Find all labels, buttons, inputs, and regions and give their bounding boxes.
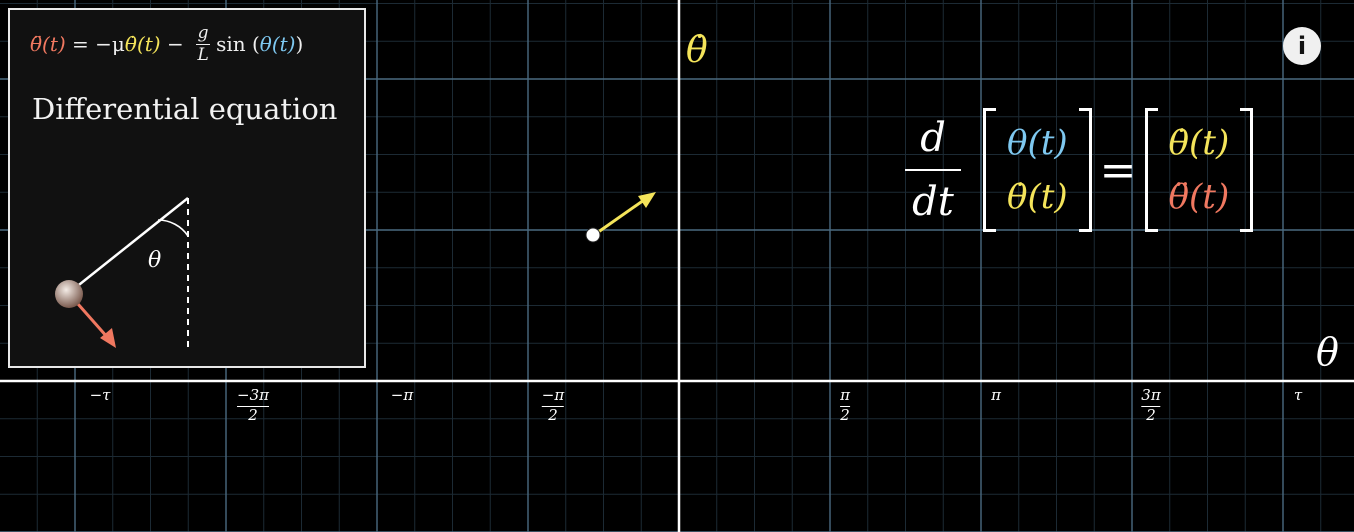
tick-label-tau: τ xyxy=(1293,386,1303,404)
pendulum-inset-panel: θ̈(t) = −μ θ̇(t) − g L sin ( θ(t) ) Diff… xyxy=(8,8,366,368)
ode-formula: θ̈(t) = −μ θ̇(t) − g L sin ( θ(t) ) xyxy=(30,24,303,64)
state-equation: d dt θ(t) θ̇(t) = θ̇(t) θ̈(t) xyxy=(905,100,1253,240)
pendulum-bob xyxy=(55,280,83,308)
lhs-theta-dot: θ̇(t) xyxy=(1007,177,1068,217)
angle-arc xyxy=(157,219,189,237)
angle-label: θ xyxy=(148,248,162,273)
x-axis-label: θ xyxy=(1316,330,1339,374)
ode-l: L xyxy=(197,44,209,65)
force-arrow-head xyxy=(100,328,116,348)
vector-arrow-head xyxy=(638,192,656,208)
ode-theta-dot: θ̇(t) xyxy=(124,32,161,57)
rhs-theta-ddot: θ̈(t) xyxy=(1168,177,1230,217)
lhs-theta: θ(t) xyxy=(1007,123,1068,163)
rhs-theta-dot: θ̇(t) xyxy=(1168,123,1230,163)
phase-point xyxy=(585,227,601,243)
d-dt-operator: d dt xyxy=(905,117,961,223)
pendulum-drawing xyxy=(55,197,189,350)
tick-label-pi: π xyxy=(991,386,1001,404)
equals-sign: = xyxy=(1099,144,1137,196)
pendulum-rod xyxy=(69,197,189,293)
force-arrow-shaft xyxy=(76,303,110,339)
state-vector-rhs: θ̇(t) θ̈(t) xyxy=(1144,108,1254,232)
tick-label-neg_pi: −π xyxy=(390,386,414,404)
tick-label-neg_tau: −τ xyxy=(89,386,111,404)
ode-g: g xyxy=(197,23,209,43)
vector-arrow-shaft xyxy=(593,198,645,237)
ode-close-paren: ) xyxy=(295,32,304,57)
y-axis-label: θ̇ xyxy=(686,30,708,71)
dt-denominator: dt xyxy=(912,179,954,225)
ode-minus: − xyxy=(160,32,191,57)
ode-g-over-l: g L xyxy=(196,23,211,65)
d-numerator: d xyxy=(920,115,946,161)
state-vector-lhs: θ(t) θ̇(t) xyxy=(983,108,1092,232)
ode-sin: sin ( xyxy=(216,32,260,57)
ode-equals: = −μ xyxy=(65,32,125,57)
ode-theta-ddot: θ̈(t) xyxy=(30,32,66,57)
info-button[interactable]: i xyxy=(1283,27,1321,65)
ode-theta: θ(t) xyxy=(259,32,296,57)
inset-title: Differential equation xyxy=(32,92,338,126)
